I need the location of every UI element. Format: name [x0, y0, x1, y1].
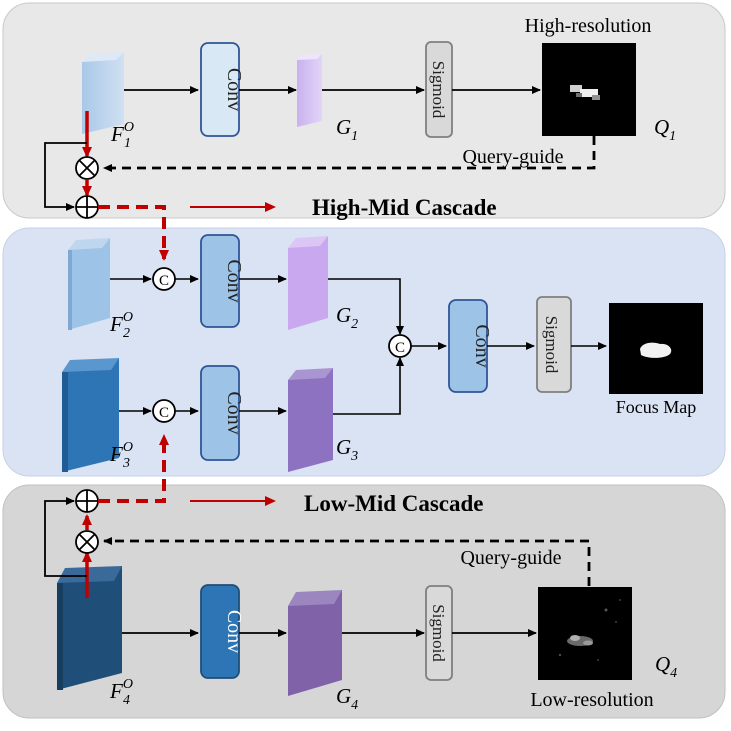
- cascade-path-high-mid: [98, 205, 169, 261]
- mid-res-panel: [2, 227, 726, 477]
- multiply-icon-high: [78, 159, 96, 177]
- sigmoid-box-mid: [536, 296, 572, 393]
- conv-box-mid-bottom: [200, 365, 240, 461]
- feature-block-g3: [288, 368, 333, 472]
- focus-map-image: [609, 303, 703, 394]
- low-resolution-title: Low-resolution: [530, 689, 653, 711]
- conv-box-mid-top: [200, 234, 240, 328]
- cascade-path-low-mid: [98, 434, 169, 503]
- conv-mid-top-text: Conv: [223, 259, 245, 302]
- conv-box-low: [200, 584, 240, 679]
- add-icon-low: [76, 490, 98, 512]
- conv-low-text: Conv: [223, 610, 245, 653]
- query-guide-low-text: Query-guide: [460, 547, 561, 569]
- skip-connection-low: [44, 497, 87, 577]
- concat-f3-text: C: [159, 405, 169, 421]
- multiply-icon-low: [78, 533, 96, 551]
- feature-block-f2: [68, 238, 110, 330]
- feature-block-g4: [288, 590, 342, 696]
- focus-map-label: Focus Map: [616, 397, 697, 417]
- skip-connection-high: [44, 142, 87, 211]
- conv-high-text: Conv: [223, 68, 245, 111]
- sigmoid-high-text: Sigmoid: [429, 61, 448, 119]
- query-guide-high-text: Query-guide: [462, 146, 563, 168]
- conv-merge-text: Conv: [471, 324, 493, 367]
- query-guide-path-high: [103, 136, 596, 172]
- g3-label: G3: [336, 435, 358, 464]
- query-guide-path-low: [103, 537, 591, 586]
- attention-map-q4: [538, 587, 632, 680]
- high-mid-cascade-title: High-Mid Cascade: [312, 195, 497, 220]
- feature-block-f1: [82, 52, 124, 134]
- attention-map-q1: [542, 43, 636, 136]
- feature-block-f4: [57, 566, 122, 690]
- concat-f2-text: C: [159, 273, 169, 289]
- feature-block-g1: [297, 54, 322, 127]
- high-resolution-title: High-resolution: [525, 15, 652, 37]
- g4-label: G4: [336, 684, 358, 713]
- arrow-g2-concat: [328, 278, 404, 335]
- feature-block-f3: [62, 358, 119, 472]
- q4-label: Q4: [655, 652, 677, 681]
- low-mid-cascade-title: Low-Mid Cascade: [304, 491, 484, 516]
- g1-label: G1: [336, 115, 358, 144]
- feature-block-g2: [288, 236, 328, 330]
- g2-label: G2: [336, 303, 358, 332]
- q1-label: Q1: [654, 115, 676, 144]
- arrow-g3-concat: [333, 357, 404, 415]
- sigmoid-low-text: Sigmoid: [429, 604, 448, 662]
- conv-mid-bottom-text: Conv: [223, 391, 245, 434]
- sigmoid-mid-text: Sigmoid: [542, 316, 561, 374]
- add-icon-high: [76, 196, 98, 218]
- concat-merge-text: C: [395, 340, 405, 356]
